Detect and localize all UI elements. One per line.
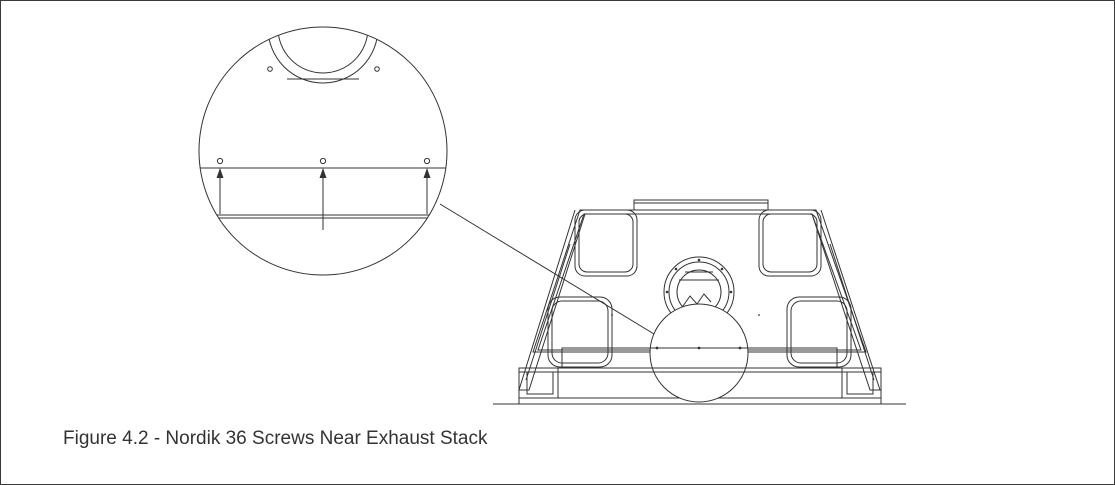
figure-caption: Figure 4.2 - Nordik 36 Screws Near Exhau… — [63, 428, 488, 449]
stove-insert-outline — [493, 199, 906, 405]
arrow-heads — [216, 168, 431, 178]
detail-callout-circle — [649, 303, 749, 403]
zoom-detail — [198, 26, 448, 276]
callout-leader-line — [439, 203, 655, 335]
body-screw-marks — [611, 314, 760, 316]
zoomed-screws — [216, 66, 431, 165]
